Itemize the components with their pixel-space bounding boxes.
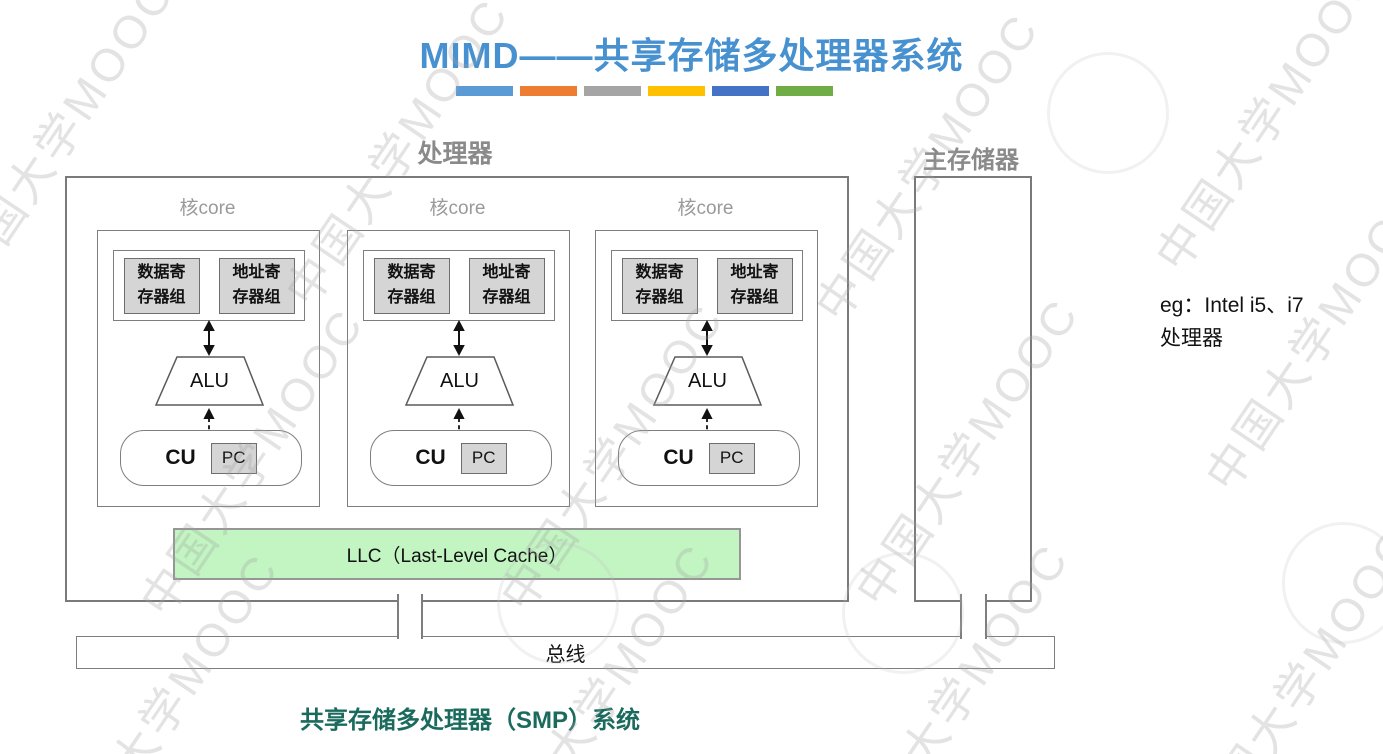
core-datapath-graphic bbox=[652, 320, 763, 432]
bus-label: 总线 bbox=[545, 644, 586, 666]
cu-alu-dashed-arrow-icon bbox=[453, 408, 465, 432]
caption: 共享存储多处理器（SMP）系统 bbox=[299, 707, 640, 734]
cu-label: CU bbox=[165, 446, 196, 469]
divider-bar bbox=[520, 86, 577, 96]
data-register-box: 数据寄 存器组 bbox=[621, 257, 698, 314]
reg-alu-double-arrow-icon bbox=[203, 320, 215, 356]
processor-label: 处理器 bbox=[417, 140, 493, 168]
side-note-line1: eg：Intel i5、i7 bbox=[1160, 294, 1304, 317]
alu-label: ALU bbox=[440, 370, 479, 392]
cu-box: CU PC bbox=[618, 430, 800, 486]
core-datapath-graphic bbox=[404, 320, 515, 432]
address-register-line2: 存器组 bbox=[482, 288, 531, 306]
pc-box: PC bbox=[210, 442, 257, 474]
data-register-line1: 数据寄 bbox=[635, 263, 684, 281]
address-register-line2: 存器组 bbox=[232, 288, 281, 306]
core-box: 数据寄 存器组 地址寄 存器组 ALU CU PC bbox=[97, 230, 320, 507]
alu-trapezoid bbox=[404, 356, 515, 406]
divider-bar bbox=[712, 86, 769, 96]
address-register-line1: 地址寄 bbox=[482, 263, 531, 281]
watermark-text: 中国大学MOOC bbox=[1180, 518, 1383, 754]
data-register-line2: 存器组 bbox=[137, 288, 186, 306]
side-note: eg：Intel i5、i7 处理器 bbox=[1160, 290, 1304, 355]
cu-alu-dashed-arrow-icon bbox=[701, 408, 713, 432]
alu-trapezoid bbox=[652, 356, 763, 406]
address-register-line2: 存器组 bbox=[730, 288, 779, 306]
core-label: 核core bbox=[677, 198, 734, 219]
core-datapath-graphic bbox=[154, 320, 265, 432]
core-box: 数据寄 存器组 地址寄 存器组 ALU CU PC bbox=[347, 230, 570, 507]
register-group-box: 数据寄 存器组 地址寄 存器组 bbox=[113, 250, 305, 321]
cu-alu-dashed-arrow-icon bbox=[203, 408, 215, 432]
data-register-line2: 存器组 bbox=[387, 288, 436, 306]
alu-label: ALU bbox=[190, 370, 229, 392]
cu-label: CU bbox=[663, 446, 694, 469]
alu-trapezoid bbox=[154, 356, 265, 406]
page-title: MIMD——共享存储多处理器系统 bbox=[419, 35, 964, 76]
cu-label: CU bbox=[415, 446, 446, 469]
processor-bus-connector bbox=[397, 594, 423, 639]
pc-box: PC bbox=[460, 442, 507, 474]
memory-label: 主存储器 bbox=[923, 147, 1019, 174]
data-register-box: 数据寄 存器组 bbox=[123, 257, 200, 314]
reg-alu-double-arrow-icon bbox=[701, 320, 713, 356]
alu-label: ALU bbox=[688, 370, 727, 392]
reg-alu-double-arrow-icon bbox=[453, 320, 465, 356]
bus-bar: 总线 bbox=[76, 636, 1055, 669]
core-label: 核core bbox=[429, 198, 486, 219]
address-register-box: 地址寄 存器组 bbox=[468, 257, 545, 314]
cu-box: CU PC bbox=[120, 430, 302, 486]
cu-box: CU PC bbox=[370, 430, 552, 486]
core-box: 数据寄 存器组 地址寄 存器组 ALU CU PC bbox=[595, 230, 818, 507]
watermark-circle-icon bbox=[1282, 522, 1383, 644]
divider-bar bbox=[584, 86, 641, 96]
data-register-box: 数据寄 存器组 bbox=[373, 257, 450, 314]
divider-bar bbox=[648, 86, 705, 96]
register-group-box: 数据寄 存器组 地址寄 存器组 bbox=[363, 250, 555, 321]
register-group-box: 数据寄 存器组 地址寄 存器组 bbox=[611, 250, 803, 321]
address-register-line1: 地址寄 bbox=[730, 263, 779, 281]
address-register-box: 地址寄 存器组 bbox=[218, 257, 295, 314]
divider-bar bbox=[776, 86, 833, 96]
memory-bus-connector bbox=[960, 594, 987, 639]
data-register-line1: 数据寄 bbox=[387, 263, 436, 281]
side-note-line2: 处理器 bbox=[1160, 326, 1223, 350]
address-register-box: 地址寄 存器组 bbox=[716, 257, 793, 314]
address-register-line1: 地址寄 bbox=[232, 263, 281, 281]
core-label: 核core bbox=[179, 198, 236, 219]
data-register-line2: 存器组 bbox=[635, 288, 684, 306]
processor-box bbox=[65, 176, 849, 602]
pc-box: PC bbox=[708, 442, 755, 474]
data-register-line1: 数据寄 bbox=[137, 263, 186, 281]
memory-box bbox=[914, 176, 1032, 602]
llc-box: LLC（Last-Level Cache） bbox=[173, 528, 741, 580]
divider-bar bbox=[456, 86, 513, 96]
